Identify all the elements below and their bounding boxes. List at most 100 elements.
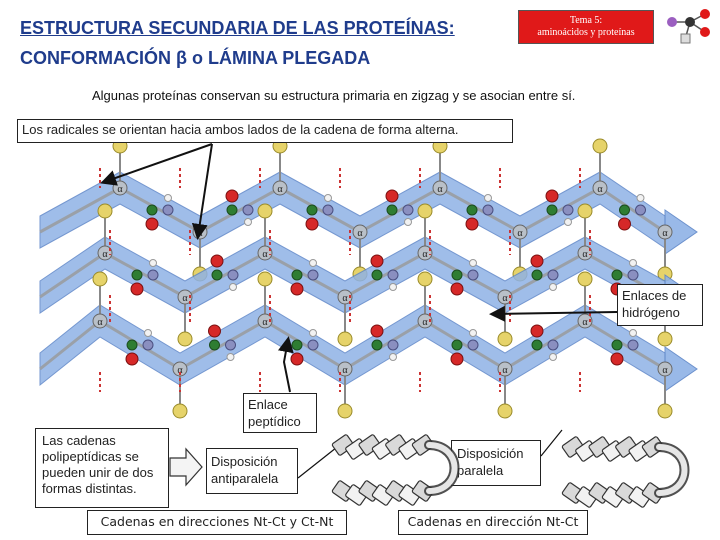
label-radicales: Los radicales se orientan hacia ambos la…: [17, 119, 513, 143]
nitrogen-atom: [547, 339, 559, 351]
alpha-carbon: [657, 361, 673, 377]
alpha-carbon-label: α: [517, 228, 523, 239]
alpha-carbon-label: α: [582, 249, 588, 260]
nitrogen-atom: [402, 204, 414, 216]
carbon-atom: [211, 269, 223, 281]
topic-badge-line-1: Tema 5:: [569, 15, 603, 26]
alpha-carbon-label: α: [342, 365, 348, 376]
oxygen-atom: [450, 352, 464, 366]
nitrogen-atom: [627, 339, 639, 351]
alpha-carbon: [257, 313, 273, 329]
side-chain: [257, 271, 273, 287]
side-chain: [497, 403, 513, 419]
nitrogen-atom: [547, 269, 559, 281]
oxygen-atom: [225, 189, 239, 203]
alpha-carbon: [257, 245, 273, 261]
nitrogen-atom: [162, 204, 174, 216]
label-paralela: Disposición paralela: [451, 440, 541, 486]
alpha-carbon: [577, 245, 593, 261]
oxygen-atom: [610, 352, 624, 366]
carbon-atom: [466, 204, 478, 216]
alpha-carbon-label: α: [662, 365, 668, 376]
hydrogen-atom: [469, 259, 477, 267]
side-chain: [417, 271, 433, 287]
hydrogen-atom: [484, 194, 492, 202]
hydrogen-atom: [389, 353, 397, 361]
alpha-carbon-label: α: [182, 293, 188, 304]
label-cadenas-polipeptidicas: Las cadenas polipeptídicas se pueden uni…: [35, 428, 169, 508]
hydrogen-atom: [629, 329, 637, 337]
nitrogen-atom: [142, 339, 154, 351]
oxygen-atom: [290, 282, 304, 296]
side-chain: [577, 271, 593, 287]
nitrogen-atom: [225, 339, 236, 351]
alpha-carbon-label: α: [582, 317, 588, 328]
carbon-atom: [451, 269, 463, 281]
label-antiparalela: Disposición antiparalela: [206, 448, 298, 494]
oxygen-atom: [210, 254, 224, 268]
oxygen-atom: [530, 324, 544, 338]
carbon-atom: [226, 204, 238, 216]
nitrogen-atom: [242, 204, 254, 216]
hydrogen-atom: [164, 194, 172, 202]
alpha-carbon-label: α: [342, 293, 348, 304]
side-chain: [592, 138, 608, 154]
oxygen-atom: [130, 282, 144, 296]
nitrogen-atom: [387, 269, 399, 281]
alpha-carbon: [417, 313, 433, 329]
hydrogen-atom: [324, 194, 332, 202]
side-chain: [337, 331, 353, 347]
nitrogen-atom: [482, 204, 494, 216]
label-enlaces-hidrogeno: Enlaces de hidrógeno: [617, 284, 703, 326]
carbon-atom: [531, 339, 543, 351]
label-direccion-antiparalela: Cadenas en direcciones Nt-Ct y Ct-Nt: [87, 510, 347, 535]
carbon-atom: [291, 339, 303, 351]
alpha-carbon: [592, 180, 608, 196]
hydrogen-atom: [549, 283, 557, 291]
oxygen-atom: [208, 324, 221, 338]
alpha-carbon: [97, 245, 113, 261]
nitrogen-atom: [307, 269, 319, 281]
label-enlace-peptidico: Enlace peptídico: [243, 393, 317, 433]
alpha-carbon-label: α: [262, 317, 268, 328]
oxygen-atom: [370, 254, 384, 268]
alpha-carbon-label: α: [422, 317, 428, 328]
alpha-carbon-label: α: [437, 184, 443, 195]
oxygen-atom: [450, 282, 464, 296]
hydrogen-atom: [229, 283, 237, 291]
intro-text: Algunas proteínas conservan su estructur…: [92, 88, 576, 103]
alpha-carbon-label: α: [97, 317, 103, 328]
alpha-carbon-label: α: [117, 184, 123, 195]
carbon-atom: [531, 269, 543, 281]
alpha-carbon: [497, 361, 513, 377]
carbon-atom: [306, 204, 318, 216]
oxygen-atom: [385, 189, 399, 203]
oxygen-atom: [465, 217, 479, 231]
oxygen-atom: [125, 352, 139, 366]
hydrogen-atom: [549, 353, 557, 361]
alpha-carbon-label: α: [197, 228, 203, 239]
topic-badge-line-2: aminoácidos y proteínas: [537, 27, 635, 38]
carbon-atom: [209, 339, 220, 351]
nitrogen-atom: [627, 269, 639, 281]
nitrogen-atom: [147, 269, 159, 281]
hydrogen-atom: [629, 259, 637, 267]
alpha-carbon: [417, 245, 433, 261]
side-chain: [97, 203, 113, 219]
alpha-carbon-label: α: [502, 293, 508, 304]
nitrogen-atom: [307, 339, 319, 351]
oxygen-atom: [290, 352, 304, 366]
carbon-atom: [451, 339, 463, 351]
carbon-atom: [611, 269, 623, 281]
side-chain: [257, 203, 273, 219]
carbon-atom: [146, 204, 158, 216]
alpha-carbon: [512, 224, 528, 240]
carbon-atom: [371, 339, 383, 351]
nitrogen-atom: [635, 204, 646, 216]
carbon-atom: [131, 269, 143, 281]
alpha-carbon: [272, 180, 288, 196]
nitrogen-atom: [387, 339, 399, 351]
side-chain: [172, 403, 188, 419]
alpha-carbon-label: α: [502, 365, 508, 376]
carbon-atom: [291, 269, 303, 281]
